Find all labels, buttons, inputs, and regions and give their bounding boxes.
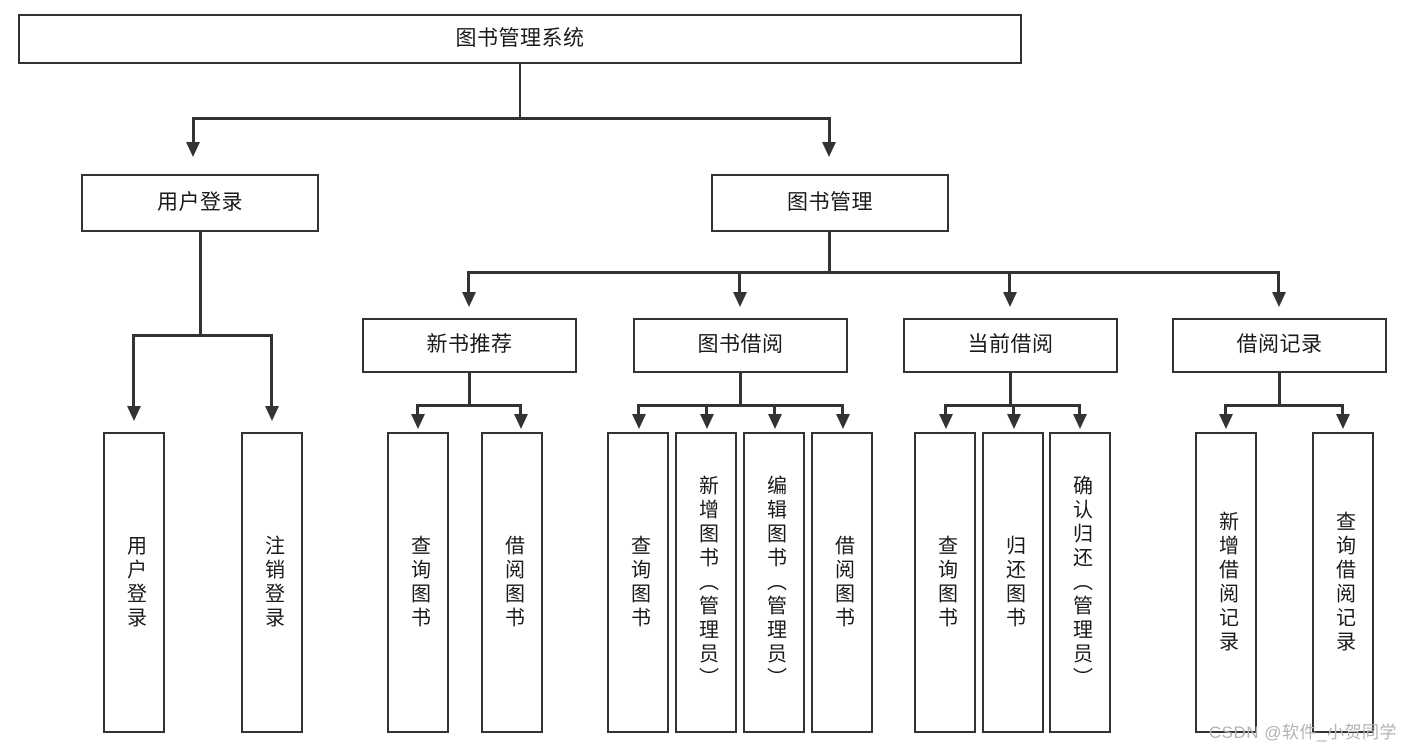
- arrow-new-book-to-leaf-1: [411, 414, 425, 429]
- arrow-bb-to-leaf-4: [836, 414, 850, 429]
- node-root-book-management-system[interactable]: 图书管理系统: [18, 14, 1022, 64]
- node-label: 借阅图书: [831, 534, 854, 631]
- node-current-borrow[interactable]: 当前借阅: [903, 318, 1118, 373]
- connector-cb-to-leaf-2: [1012, 404, 1015, 418]
- arrow-root-to-user-login: [186, 142, 200, 157]
- node-leaf-borrow-book[interactable]: 借阅图书: [811, 432, 873, 733]
- arrow-bm-to-borrow-record: [1272, 292, 1286, 307]
- node-leaf-logout[interactable]: 注销登录: [241, 432, 303, 733]
- node-leaf-query-book-borrow[interactable]: 查询图书: [607, 432, 669, 733]
- connector-bm-to-book-borrow: [738, 271, 741, 295]
- node-leaf-borrow-book-recommend[interactable]: 借阅图书: [481, 432, 543, 733]
- connector-user-login-bus: [132, 334, 273, 337]
- connector-cb-to-leaf-1: [944, 404, 947, 418]
- connector-bm-to-borrow-record: [1277, 271, 1280, 295]
- connector-bm-to-new-book: [467, 271, 470, 295]
- connector-user-login-to-leaf-2: [270, 334, 273, 410]
- node-label: 查询借阅记录: [1332, 510, 1355, 655]
- node-leaf-query-borrow-record[interactable]: 查询借阅记录: [1312, 432, 1374, 733]
- connector-br-to-leaf-2: [1341, 404, 1344, 418]
- arrow-bm-to-new-book: [462, 292, 476, 307]
- node-label: 图书借阅: [697, 333, 784, 357]
- node-label: 新书推荐: [426, 333, 513, 357]
- node-label: 新增借阅记录: [1215, 510, 1238, 655]
- connector-new-book-stem: [468, 373, 471, 405]
- connector-bm-to-current-borrow: [1008, 271, 1011, 295]
- connector-bb-to-leaf-3: [773, 404, 776, 418]
- connector-borrow-record-bus: [1224, 404, 1343, 407]
- connector-cb-to-leaf-3: [1078, 404, 1081, 418]
- arrow-bm-to-current-borrow: [1003, 292, 1017, 307]
- connector-bb-to-leaf-4: [841, 404, 844, 418]
- node-label: 查询图书: [407, 534, 430, 631]
- node-label: 查询图书: [627, 534, 650, 631]
- node-book-management[interactable]: 图书管理: [711, 174, 949, 232]
- node-label: 查询图书: [934, 534, 957, 631]
- arrow-bb-to-leaf-3: [768, 414, 782, 429]
- node-label: 图书管理: [787, 190, 873, 214]
- connector-root-bus: [192, 117, 830, 120]
- node-label: 新增图书（管理员）: [695, 474, 718, 691]
- arrow-bb-to-leaf-2: [700, 414, 714, 429]
- node-borrow-record[interactable]: 借阅记录: [1172, 318, 1387, 373]
- connector-user-login-to-leaf-1: [132, 334, 135, 410]
- node-leaf-edit-book-admin[interactable]: 编辑图书（管理员）: [743, 432, 805, 733]
- node-label: 确认归还（管理员）: [1069, 474, 1092, 691]
- node-user-login[interactable]: 用户登录: [81, 174, 319, 232]
- connector-root-to-book-management: [828, 117, 831, 146]
- arrow-bm-to-book-borrow: [733, 292, 747, 307]
- node-label: 借阅图书: [501, 534, 524, 631]
- node-leaf-return-book[interactable]: 归还图书: [982, 432, 1044, 733]
- watermark-text: CSDN @软件_小贺同学: [1208, 723, 1397, 742]
- node-leaf-add-borrow-record[interactable]: 新增借阅记录: [1195, 432, 1257, 733]
- node-label: 归还图书: [1002, 534, 1025, 631]
- connector-book-management-bus: [467, 271, 1280, 274]
- connector-book-borrow-stem: [739, 373, 742, 405]
- arrow-user-login-to-leaf-2: [265, 406, 279, 421]
- connector-new-book-bus: [416, 404, 522, 407]
- arrow-cb-to-leaf-1: [939, 414, 953, 429]
- connector-root-to-user-login: [192, 117, 195, 146]
- connector-book-management-stem: [828, 232, 831, 274]
- arrow-bb-to-leaf-1: [632, 414, 646, 429]
- node-book-borrow[interactable]: 图书借阅: [633, 318, 848, 373]
- connector-root-stem-vertical: [519, 64, 521, 118]
- connector-new-book-to-leaf-1: [416, 404, 419, 418]
- node-leaf-add-book-admin[interactable]: 新增图书（管理员）: [675, 432, 737, 733]
- arrow-br-to-leaf-2: [1336, 414, 1350, 429]
- connector-borrow-record-stem: [1278, 373, 1281, 405]
- connector-new-book-to-leaf-2: [519, 404, 522, 418]
- node-leaf-query-book-recommend[interactable]: 查询图书: [387, 432, 449, 733]
- node-label: 借阅记录: [1236, 333, 1323, 357]
- node-new-book-recommend[interactable]: 新书推荐: [362, 318, 577, 373]
- connector-book-borrow-bus: [637, 404, 843, 407]
- node-label: 用户登录: [123, 534, 146, 631]
- arrow-new-book-to-leaf-2: [514, 414, 528, 429]
- arrow-br-to-leaf-1: [1219, 414, 1233, 429]
- arrow-cb-to-leaf-2: [1007, 414, 1021, 429]
- node-leaf-confirm-return-admin[interactable]: 确认归还（管理员）: [1049, 432, 1111, 733]
- connector-current-borrow-stem: [1009, 373, 1012, 405]
- node-label: 注销登录: [261, 534, 284, 631]
- arrow-user-login-to-leaf-1: [127, 406, 141, 421]
- node-leaf-user-login[interactable]: 用户登录: [103, 432, 165, 733]
- node-leaf-query-book-current[interactable]: 查询图书: [914, 432, 976, 733]
- connector-bb-to-leaf-1: [637, 404, 640, 418]
- node-label: 图书管理系统: [455, 26, 585, 50]
- connector-user-login-stem: [199, 232, 202, 336]
- node-label: 编辑图书（管理员）: [763, 474, 786, 691]
- arrow-cb-to-leaf-3: [1073, 414, 1087, 429]
- arrow-root-to-book-management: [822, 142, 836, 157]
- connector-br-to-leaf-1: [1224, 404, 1227, 418]
- node-label: 用户登录: [157, 190, 243, 214]
- connector-bb-to-leaf-2: [705, 404, 708, 418]
- node-label: 当前借阅: [967, 333, 1054, 357]
